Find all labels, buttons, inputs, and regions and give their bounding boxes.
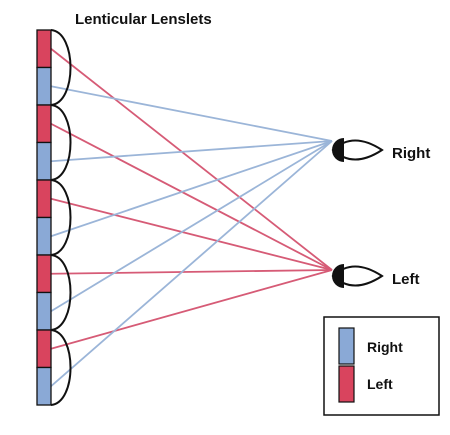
strip-left-6 — [36, 254, 52, 294]
strip-left-8 — [36, 329, 52, 369]
strips-group — [36, 29, 52, 406]
ray-left-8 — [50, 269, 333, 350]
ray-left-4 — [50, 197, 333, 271]
ray-left-6 — [50, 269, 333, 275]
strip-right-3 — [36, 141, 52, 181]
legend-swatch-right — [338, 327, 355, 365]
ray-left-0 — [50, 48, 333, 271]
lenslet-3 — [50, 254, 72, 331]
strip-left-4 — [36, 179, 52, 219]
left-eye-icon — [331, 264, 384, 288]
strip-right-7 — [36, 291, 52, 331]
strip-right-1 — [36, 66, 52, 106]
legend-swatch-left — [338, 365, 355, 403]
legend-label-right: Right — [367, 339, 403, 355]
strip-left-0 — [36, 29, 52, 69]
lenses-group — [50, 29, 72, 406]
strip-right-9 — [36, 366, 52, 406]
legend-label-left: Left — [367, 376, 393, 392]
lenslet-1 — [50, 104, 72, 181]
diagram-title: Lenticular Lenslets — [75, 11, 212, 28]
rays-group — [50, 48, 333, 387]
lenslet-4 — [50, 329, 72, 406]
strip-right-5 — [36, 216, 52, 256]
ray-right-3 — [50, 140, 333, 163]
ray-right-9 — [50, 140, 333, 387]
ray-right-5 — [50, 140, 333, 238]
lenslet-2 — [50, 179, 72, 256]
lenslet-0 — [50, 29, 72, 106]
strip-left-2 — [36, 104, 52, 144]
eye-label-right: Right — [392, 145, 430, 162]
ray-left-2 — [50, 122, 333, 271]
right-eye-icon — [331, 138, 384, 162]
ray-right-7 — [50, 140, 333, 313]
eye-label-left: Left — [392, 271, 420, 288]
ray-right-1 — [50, 85, 333, 142]
legend-box: Right Left — [323, 316, 440, 416]
